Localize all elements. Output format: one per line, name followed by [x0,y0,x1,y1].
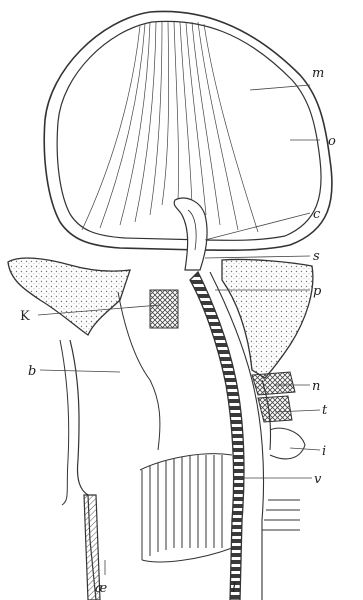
label-t: t [322,403,328,418]
muscle-fibres [82,22,258,232]
label-l: l [232,581,236,596]
pocket-n [252,372,295,395]
pocket-t [258,396,292,422]
label-n: n [312,379,320,394]
cartilage-k [150,290,178,328]
gland-comb-v [140,454,300,562]
pocket-i [270,428,305,459]
label-o: o [328,134,336,149]
label-p: p [313,284,322,299]
label-k: K [20,309,30,324]
label-m: m [312,66,324,81]
right-cartilage-wing [222,259,313,378]
label-ae: æ [95,581,107,596]
label-b: b [28,364,36,379]
trachea-wall [190,272,244,600]
label-v: v [314,472,322,487]
cartilage-c [174,198,207,270]
label-s: s [313,249,320,264]
label-c: c [313,207,321,222]
label-i: i [322,444,326,459]
